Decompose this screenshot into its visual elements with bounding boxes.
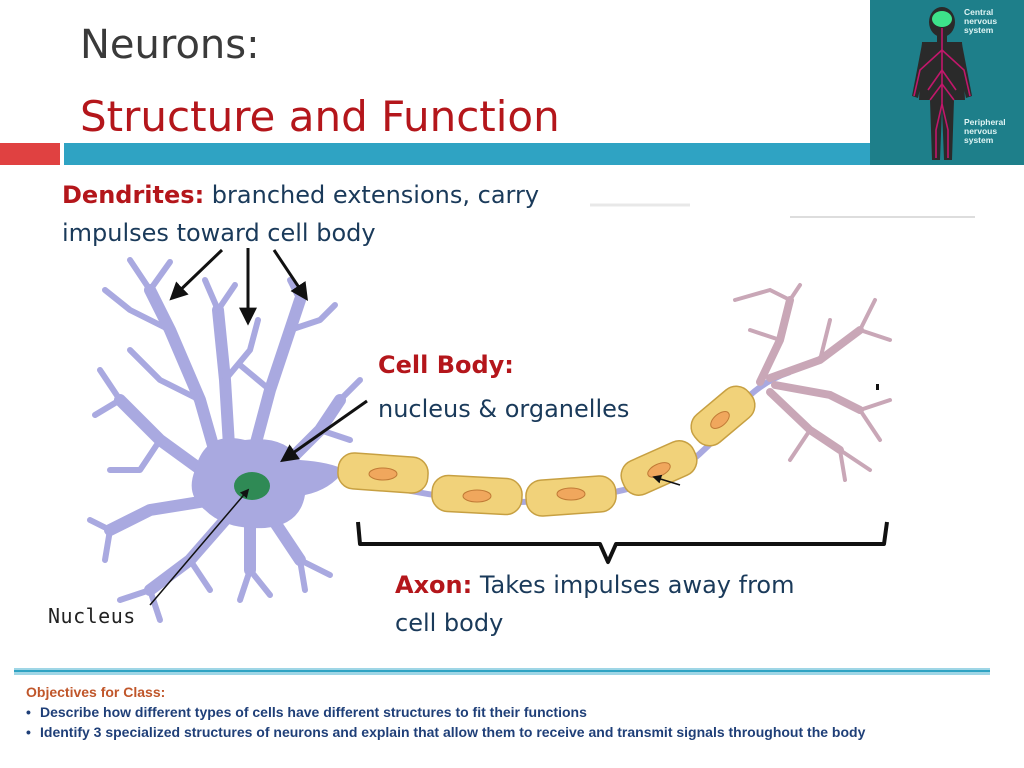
nucleus-label: Nucleus (48, 604, 136, 628)
axon-terminals (733, 283, 892, 482)
dendrites-description: branched extensions, carry impulses towa… (62, 181, 540, 247)
axon-description: Takes impulses away from cell body (395, 571, 795, 637)
cell-body-description: nucleus & organelles (378, 395, 630, 423)
cell-body-term: Cell Body: (378, 351, 514, 379)
header-accent-block (0, 143, 60, 165)
nucleus (234, 472, 270, 500)
header-bar (64, 143, 870, 165)
objective-item: • Describe how different types of cells … (26, 702, 1011, 722)
dendrites-term: Dendrites: (62, 181, 205, 209)
bullet-mark: • (26, 704, 31, 720)
title-line-2: Structure and Function (80, 92, 560, 141)
human-body-icon (870, 0, 1024, 165)
axon-term: Axon: (395, 571, 473, 599)
footer-rule-line (14, 670, 990, 672)
nervous-system-figure: Central nervous system Peripheral nervou… (870, 0, 1024, 165)
axon-label: Axon: Takes impulses away from cell body (395, 566, 835, 642)
bullet-mark: • (26, 724, 31, 740)
objectives-title: Objectives for Class: (26, 684, 166, 700)
dendrites-label: Dendrites: branched extensions, carry im… (62, 176, 542, 252)
title-line-1: Neurons: (80, 22, 260, 68)
objectives-box: Objectives for Class: • Describe how dif… (26, 682, 1011, 742)
objective-text: Describe how different types of cells ha… (40, 704, 587, 720)
axon-brace (356, 521, 889, 564)
pointer-arrows (169, 248, 368, 463)
objective-item: • Identify 3 specialized structures of n… (26, 722, 1011, 742)
cell-body-label: Cell Body: nucleus & organelles (378, 343, 629, 431)
objective-text: Identify 3 specialized structures of neu… (40, 724, 866, 740)
dendrites (87, 257, 363, 623)
pns-label: Peripheral nervous system (964, 117, 1006, 145)
cns-label: Central nervous system (964, 7, 998, 35)
